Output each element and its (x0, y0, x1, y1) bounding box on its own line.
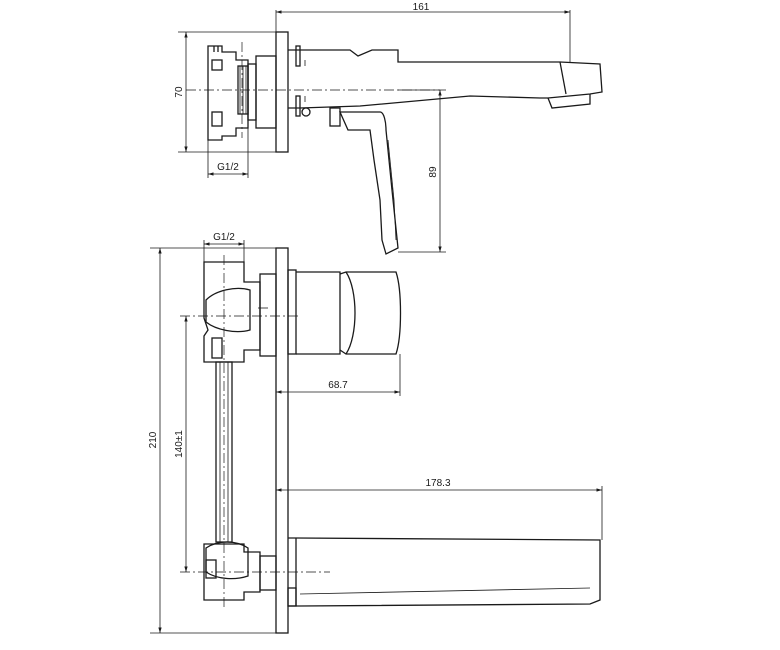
top-view (186, 31, 603, 255)
spout-front (287, 537, 601, 607)
dim-161: 161 (275, 2, 571, 62)
dim-top-thread-label: G1/2 (217, 162, 239, 173)
dim-70-label: 70 (174, 86, 185, 98)
dim-89: 89 (398, 89, 446, 253)
dim-top-thread: G1/2 (207, 128, 249, 178)
dim-140: 140±1 (174, 316, 188, 572)
dim-70: 70 (174, 31, 276, 153)
lower-connector (203, 541, 277, 601)
dim-89-label: 89 (428, 166, 439, 178)
dim-68-7: 68.7 (276, 354, 401, 396)
dim-210-label: 210 (148, 431, 159, 448)
wall-plate-front (275, 247, 289, 634)
dim-bottom-thread-label: G1/2 (213, 232, 235, 243)
valve-body (203, 261, 402, 363)
wall-plate (275, 31, 289, 153)
dim-140-label: 140±1 (174, 430, 185, 458)
dim-bottom-thread: G1/2 (203, 232, 245, 262)
dim-161-label: 161 (413, 2, 430, 13)
handle-lever (301, 107, 399, 255)
dim-178-3-label: 178.3 (425, 478, 450, 489)
spout-side (288, 45, 603, 117)
dim-68-7-label: 68.7 (328, 380, 348, 391)
bottom-view (180, 247, 601, 634)
dim-178-3: 178.3 (276, 478, 603, 540)
dim-210: 210 (148, 247, 276, 634)
